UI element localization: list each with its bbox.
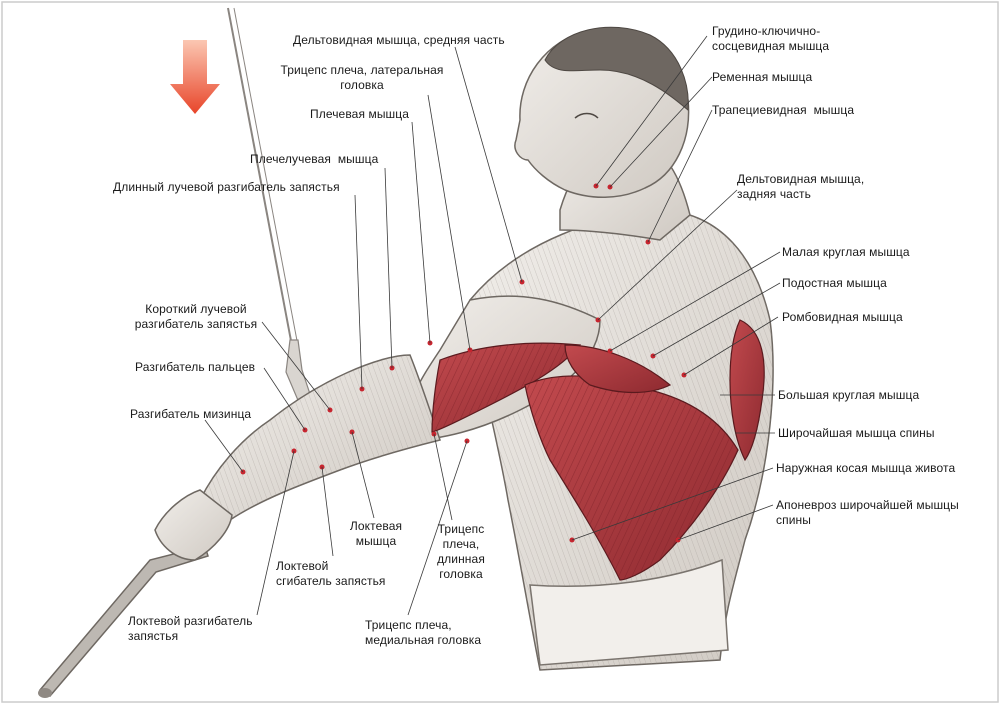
head	[514, 26, 690, 198]
label-brachialis: Плечевая мышца	[310, 107, 410, 121]
label-triceps-long: Трицепс плеча, длинная головка	[437, 522, 485, 581]
label-ext-digiti-minimi: Разгибатель мизинца	[130, 407, 252, 421]
back-red	[729, 319, 765, 462]
highlighted-muscles	[431, 319, 765, 581]
label-latissimus: Широчайшая мышца спины	[778, 426, 935, 440]
label-deltoid-posterior: Дельтовидная мышца, задняя часть	[737, 172, 865, 201]
label-triceps-medial: Трицепс плеча, медиальная головка	[365, 618, 482, 647]
label-external-oblique: Наружная косая мышца живота	[776, 461, 956, 475]
leader-lines	[204, 35, 781, 616]
label-splenius: Ременная мышца	[712, 70, 813, 84]
label-teres-major: Большая круглая мышца	[778, 388, 920, 402]
label-ext-carpi-radialis-brevis: Короткий лучевой разгибатель запястья	[134, 302, 258, 331]
teres-major-red	[564, 344, 672, 394]
label-ext-digitorum: Разгибатель пальцев	[135, 360, 256, 374]
label-infraspinatus: Подостная мышца	[782, 276, 887, 290]
cable	[227, 7, 313, 406]
label-latissimus-aponeurosis: Апоневроз широчайшей мышцы спины	[776, 498, 959, 527]
label-deltoid-middle: Дельтовидная мышца, средняя часть	[293, 33, 505, 47]
label-anconeus: Локтевая мышца	[349, 519, 403, 548]
hand	[154, 489, 233, 561]
label-triceps-lateral: Трицепс плеча, латеральная головка	[280, 63, 444, 92]
label-flexor-carpi-ulnaris: Локтевой сгибатель запястья	[276, 559, 386, 588]
label-rhomboid: Ромбовидная мышца	[782, 310, 903, 324]
label-teres-minor: Малая круглая мышца	[782, 245, 910, 259]
label-ext-carpi-ulnaris: Локтевой разгибатель запястья	[128, 614, 253, 643]
label-ext-carpi-radialis-longus: Длинный лучевой разгибатель запястья	[113, 180, 340, 194]
label-brachioradialis: Плечелучевая мышца	[250, 152, 379, 166]
waistband	[529, 558, 729, 666]
label-sternocleidomastoid: Грудино-ключично- сосцевидная мышца	[712, 24, 830, 53]
down-arrow-icon	[170, 40, 220, 114]
label-trapezius: Трапециевидная мышца	[712, 103, 855, 117]
cable-bar	[38, 545, 209, 698]
